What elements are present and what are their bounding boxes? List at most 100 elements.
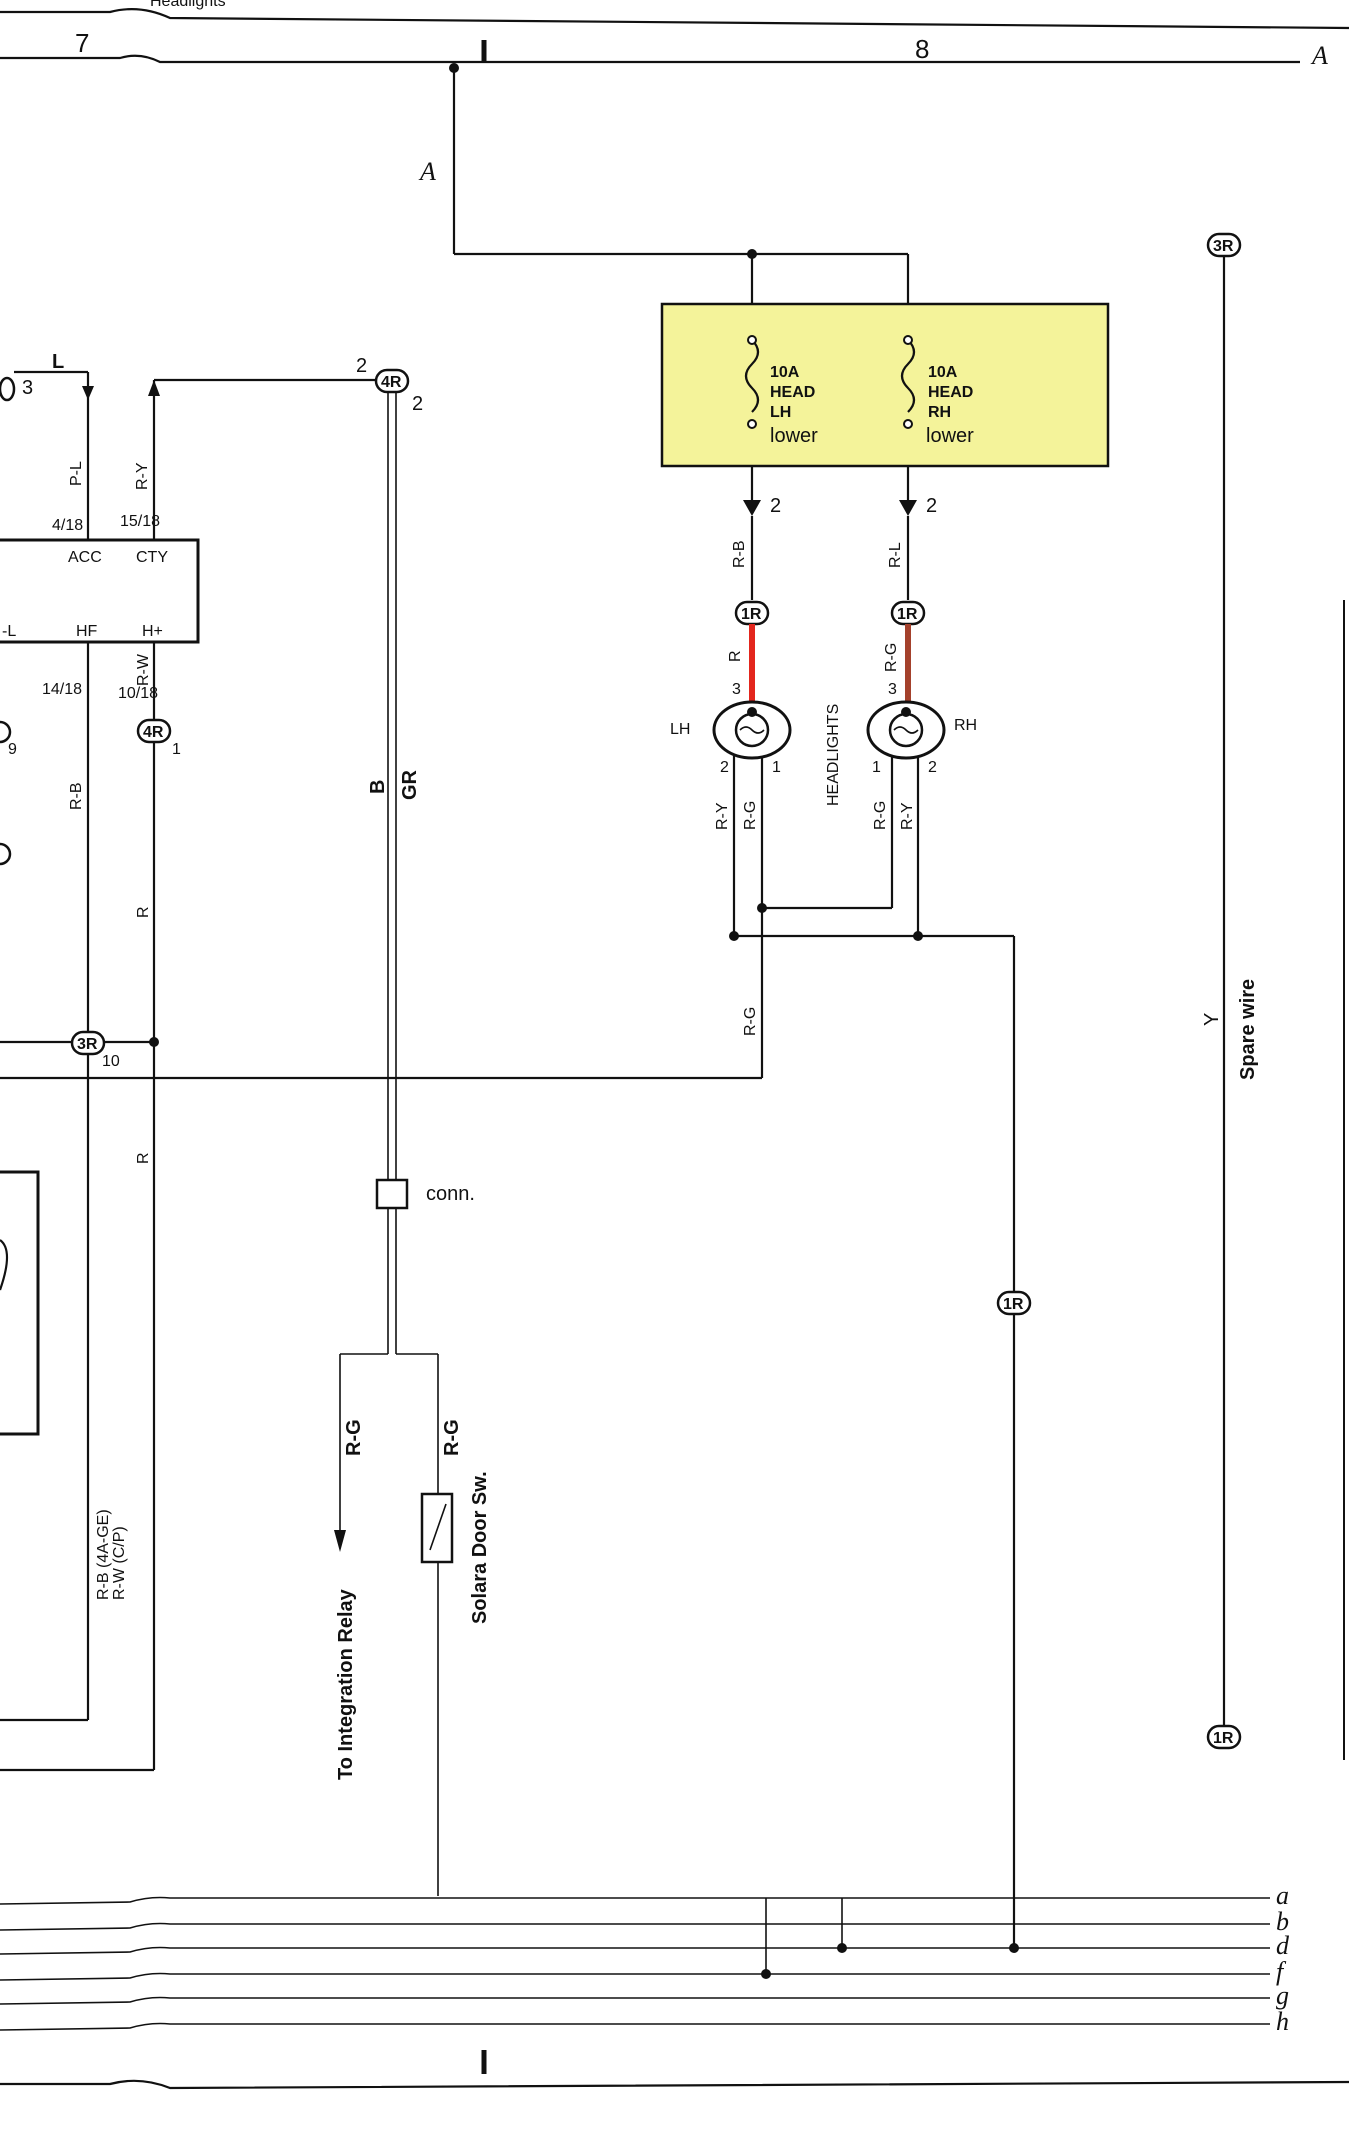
headlight-lh-label: LH	[670, 721, 690, 738]
connector-3r	[70, 1030, 106, 1056]
combination-module	[0, 538, 200, 644]
pin-number: 9	[8, 741, 17, 758]
wire-label-r: R	[135, 906, 152, 918]
fraction-label: 15/18	[120, 513, 160, 530]
fraction-label: 10/18	[118, 685, 158, 702]
wire-label-rg: R-G	[343, 1419, 365, 1456]
bus-letter: d	[1276, 1931, 1290, 1960]
pin-number: 2	[412, 393, 423, 415]
top-border	[0, 7, 1349, 30]
junction-dot	[149, 1037, 159, 1047]
bus-letter: b	[1276, 1907, 1289, 1936]
headlight-rh-icon	[866, 700, 946, 760]
pin-number: 3	[22, 377, 33, 399]
wire-label-pl: P-L	[68, 461, 85, 486]
connector-label: 1R	[897, 606, 918, 623]
wire-label-rg: R-G	[872, 801, 889, 830]
wire-label-r: R	[727, 650, 744, 662]
pin-number: 2	[770, 495, 781, 517]
connector-4r	[374, 368, 410, 394]
fuse-terminal	[747, 419, 757, 429]
pin-l: -L	[2, 623, 16, 640]
pin-cty: CTY	[136, 549, 168, 566]
wire-label-rw: R-W	[135, 653, 152, 686]
junction-dot	[761, 1969, 771, 1979]
fuse-terminal	[903, 419, 913, 429]
integration-relay-label: To Integration Relay	[335, 1588, 357, 1780]
wire-label-r: R	[135, 1152, 152, 1164]
pin-number: 1	[772, 759, 781, 776]
fuse-lh-rating: 10A	[770, 364, 800, 381]
fuse-rh-side: RH	[928, 404, 951, 421]
wire-label-rb: R-B	[68, 782, 85, 810]
bottom-border	[0, 2079, 1349, 2090]
wire-label-b: B	[367, 780, 389, 794]
connector-partial	[0, 720, 12, 744]
component-symbol	[0, 1239, 9, 1291]
terminal-arrow	[743, 500, 761, 516]
wire-label-rg: R-G	[742, 1007, 759, 1036]
pin-hf: HF	[76, 623, 98, 640]
connector-1r	[1206, 1724, 1242, 1750]
terminal-arrow	[899, 500, 917, 516]
junction-dot	[729, 931, 739, 941]
pin-number: 3	[888, 681, 897, 698]
wire-label-ry: R-Y	[714, 802, 731, 830]
terminal-arrow	[148, 380, 160, 396]
door-switch-label: Solara Door Sw.	[469, 1471, 491, 1624]
fuse-lh-icon	[744, 339, 760, 413]
bus-letter: g	[1276, 1981, 1289, 2010]
wire-label-rl: R-L	[887, 542, 904, 568]
fuse-lh-name: HEAD	[770, 384, 815, 401]
junction-dot	[837, 1943, 847, 1953]
fuse-rh-rating: 10A	[928, 364, 958, 381]
switch-contact	[429, 1503, 447, 1551]
pin-acc: ACC	[68, 549, 102, 566]
wire-label-gr: GR	[399, 769, 421, 800]
connector-label: 4R	[381, 374, 402, 391]
terminal-arrow	[334, 1530, 346, 1552]
fraction-label: 14/18	[42, 681, 82, 698]
wire-label-l: L	[52, 351, 64, 373]
bus-letter: h	[1276, 2007, 1289, 2036]
pin-number: 1	[872, 759, 881, 776]
pin-h-plus: H+	[142, 623, 163, 640]
wire-label-rg: R-G	[883, 643, 900, 672]
spare-wire-label: Spare wire	[1237, 979, 1259, 1080]
fuse-terminal	[747, 335, 757, 345]
fuse-rh-name: HEAD	[928, 384, 973, 401]
connector-partial	[0, 842, 12, 866]
headlight-rh-label: RH	[954, 717, 977, 734]
component-partial	[0, 1170, 40, 1436]
fuse-rh-note: lower	[926, 425, 974, 447]
connector-label: 1R	[1003, 1296, 1024, 1313]
fuse-lh-note: lower	[770, 425, 818, 447]
connector-3r-partial	[0, 376, 16, 402]
bus-letter: f	[1276, 1957, 1287, 1986]
connector-4r	[136, 718, 172, 744]
fraction-label: 4/18	[52, 517, 83, 534]
headlight-lh-icon	[712, 700, 792, 760]
pin-number: 10	[102, 1053, 120, 1070]
section-number-8: 8	[915, 34, 929, 64]
section-bar	[0, 54, 1300, 64]
wire-label-ry: R-Y	[899, 802, 916, 830]
headlights-group-label: HEADLIGHTS	[825, 704, 842, 806]
wire-label-rg: R-G	[742, 801, 759, 830]
terminal-arrow	[82, 386, 94, 400]
pin-number: 2	[928, 759, 937, 776]
connector-label: 1R	[1213, 1730, 1234, 1747]
wire-label-a: A	[418, 157, 436, 186]
connector-label: 3R	[77, 1036, 98, 1053]
connector-label: 3R	[1213, 238, 1234, 255]
connector-1r	[996, 1290, 1032, 1316]
pin-number: 2	[720, 759, 729, 776]
bus-label-a: A	[1310, 41, 1328, 70]
ground-bus	[0, 1896, 1270, 2031]
section-number-7: 7	[75, 28, 89, 58]
junction-dot	[913, 931, 923, 941]
bus-letter: a	[1276, 1881, 1289, 1910]
connector-label: 4R	[143, 724, 164, 741]
